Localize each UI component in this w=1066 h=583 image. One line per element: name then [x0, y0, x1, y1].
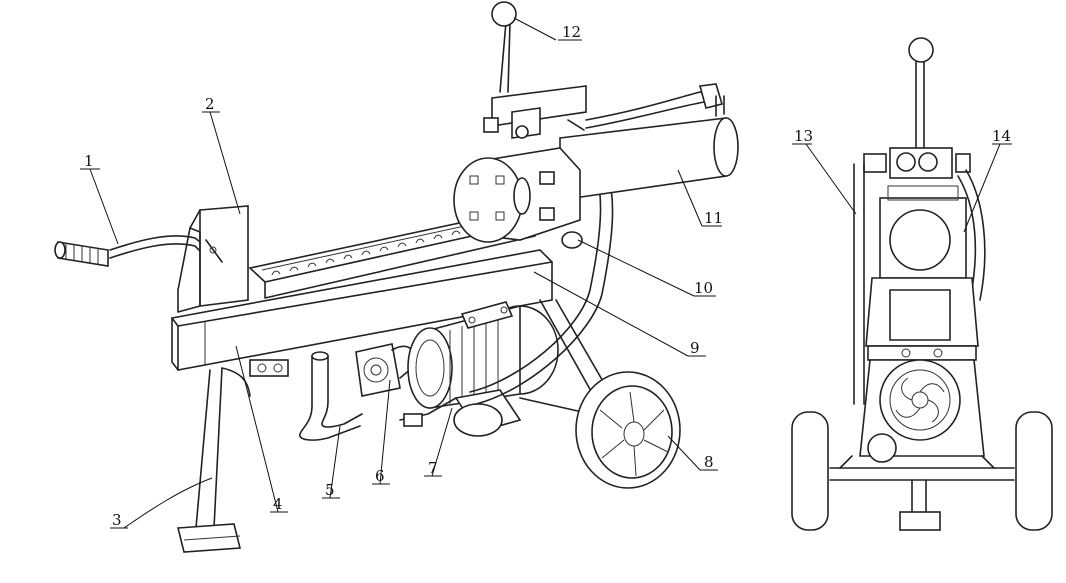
end-view: 13 14 [791, 37, 1053, 531]
callout-label-7: 7 [428, 459, 438, 477]
push-plate [177, 205, 249, 313]
callout-label-5: 5 [325, 481, 335, 499]
callout-label-10: 10 [694, 279, 713, 297]
pump [355, 343, 415, 397]
callout-label-12: 12 [562, 23, 581, 41]
callout-label-3: 3 [112, 511, 122, 529]
power-cord [399, 389, 522, 437]
front-leg [176, 367, 251, 553]
callout-label-1: 1 [84, 152, 94, 170]
callout-label-2: 2 [205, 95, 215, 113]
callout-label-9: 9 [690, 339, 700, 357]
cylinder-end-plate [453, 147, 581, 243]
callout-label-8: 8 [704, 453, 714, 471]
hydraulic-cylinder [559, 117, 739, 201]
inlet-pipe [299, 351, 363, 441]
side-view: 1 2 3 4 5 6 7 8 9 [54, 1, 739, 553]
main-beam [171, 249, 553, 377]
callout-label-13: 13 [794, 127, 813, 145]
handle [54, 235, 209, 267]
pressure-hose [585, 83, 725, 129]
callout-label-6: 6 [375, 467, 385, 485]
callout-label-14: 14 [992, 127, 1011, 145]
callouts-left: 1 2 3 4 5 6 7 8 9 [80, 17, 723, 529]
bleed-screw [561, 231, 583, 249]
control-valve [483, 1, 587, 139]
wheel-frame [519, 299, 681, 489]
callout-label-4: 4 [273, 495, 283, 513]
callout-label-11: 11 [704, 209, 723, 227]
